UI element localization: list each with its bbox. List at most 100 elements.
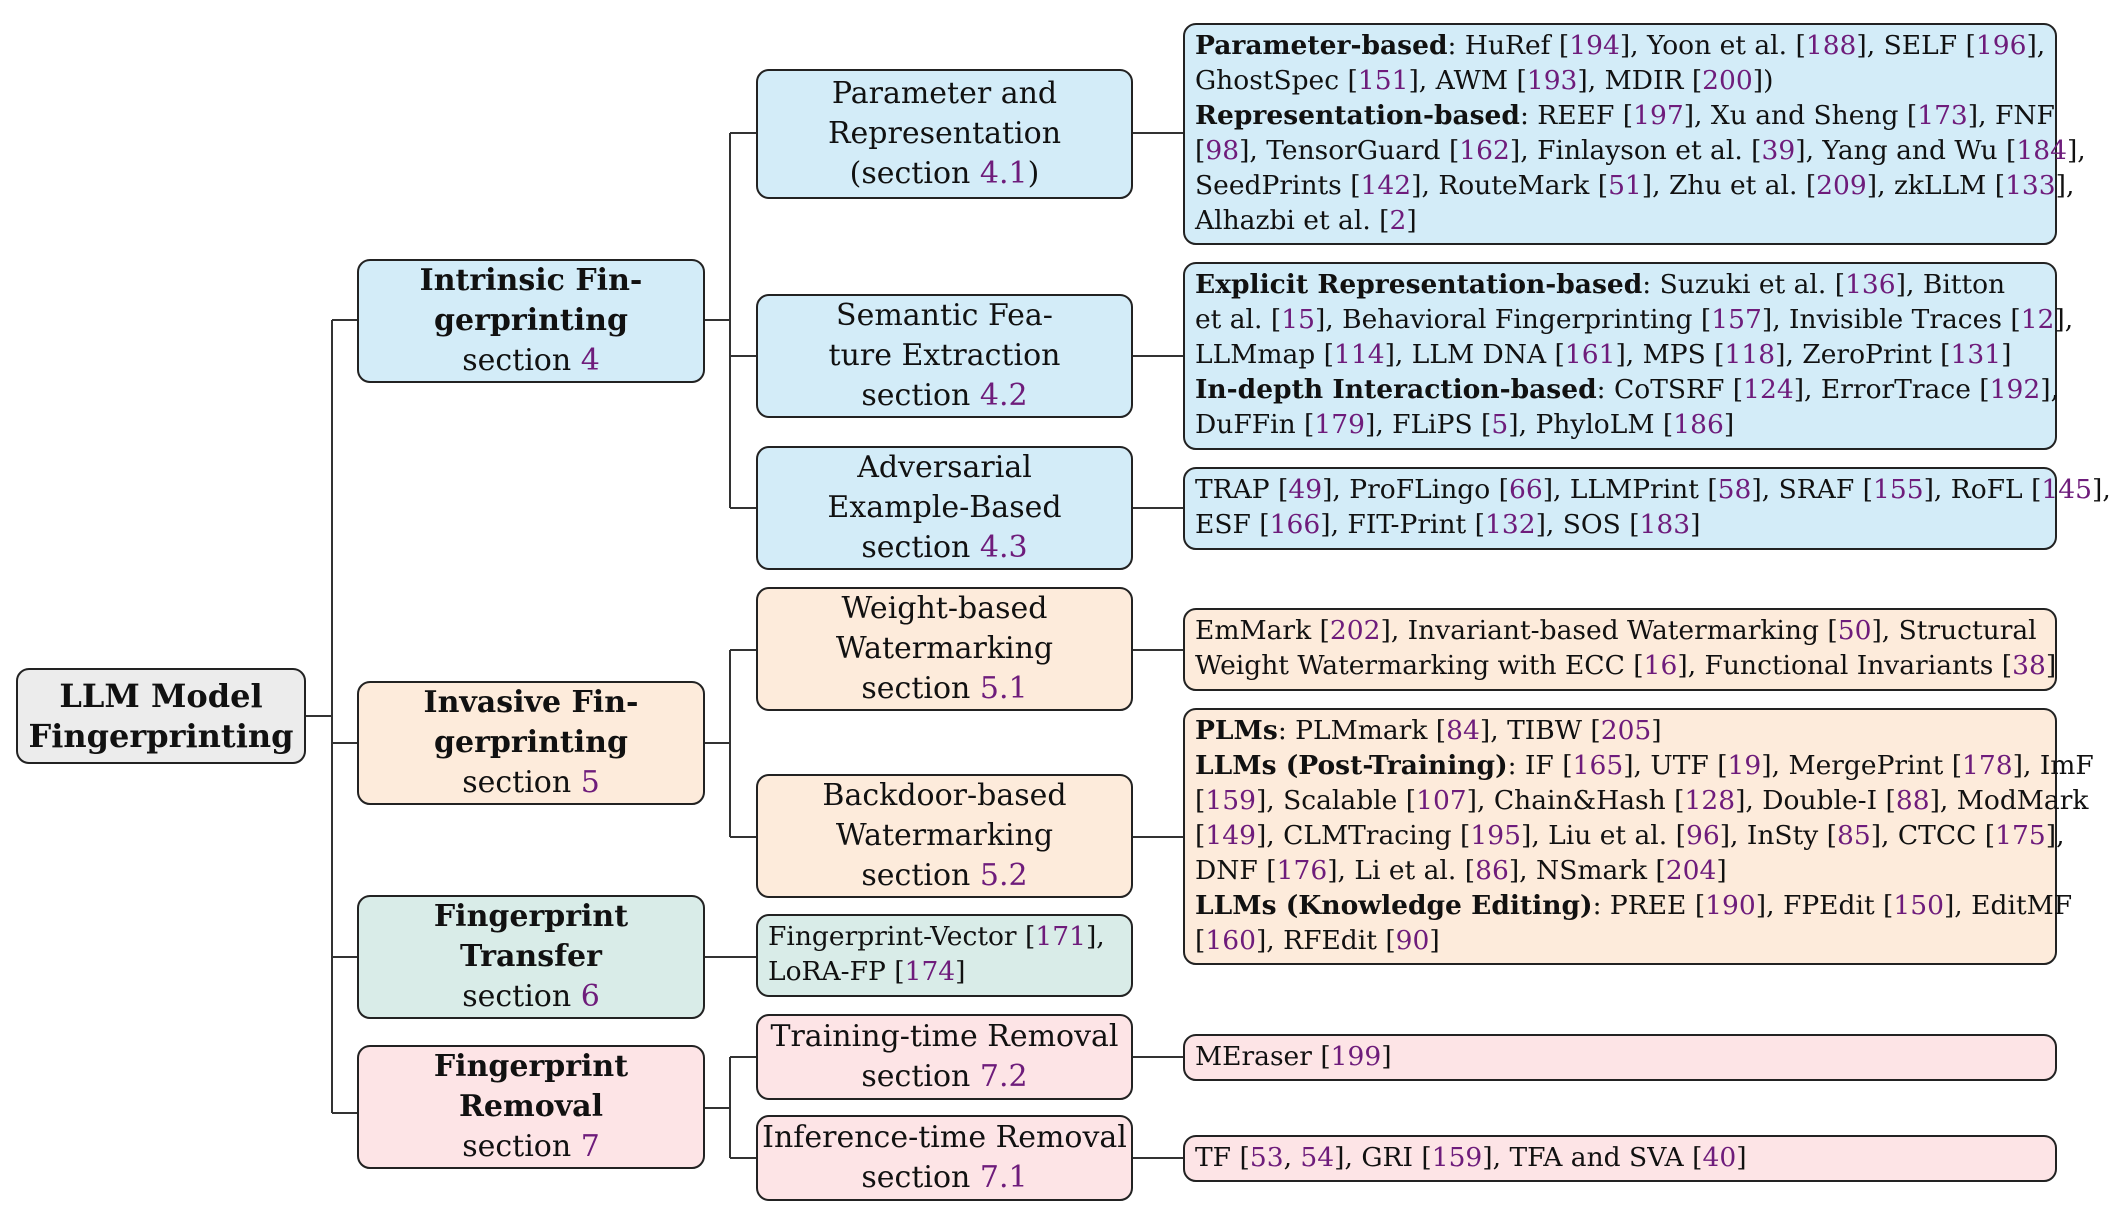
citation-link[interactable]: 39 bbox=[1761, 135, 1796, 166]
citation-link[interactable]: 200 bbox=[1702, 65, 1753, 96]
citation-link[interactable]: 186 bbox=[1673, 409, 1724, 440]
citation-link[interactable]: 2 bbox=[1389, 205, 1407, 236]
method-text: ]) bbox=[1752, 65, 1774, 96]
citation-link[interactable]: 202 bbox=[1329, 615, 1381, 646]
citation-link[interactable]: 192 bbox=[1989, 374, 2041, 405]
section-link[interactable]: 4.2 bbox=[979, 378, 1028, 413]
citation-link[interactable]: 98 bbox=[1205, 135, 1240, 166]
citation-link[interactable]: 194 bbox=[1569, 30, 1620, 61]
leaf-text-line: SeedPrints [142], RouteMark [51], Zhu et… bbox=[1195, 168, 2074, 203]
citation-link[interactable]: 133 bbox=[2005, 170, 2056, 201]
citation-link[interactable]: 40 bbox=[1702, 1142, 1737, 1173]
method-text: ], GRI [ bbox=[1334, 1142, 1432, 1173]
citation-link[interactable]: 159 bbox=[1205, 785, 1256, 816]
method-text: ], Scalable [ bbox=[1255, 785, 1417, 816]
citation-link[interactable]: 178 bbox=[1962, 750, 2013, 781]
citation-link[interactable]: 162 bbox=[1459, 135, 1510, 166]
citation-link[interactable]: 149 bbox=[1205, 820, 1256, 851]
section-link[interactable]: 4 bbox=[580, 343, 600, 378]
citation-link[interactable]: 165 bbox=[1572, 750, 1624, 781]
leaf-text-line: DuFFin [179], FLiPS [5], PhyloLM [186] bbox=[1195, 407, 2045, 442]
citation-link[interactable]: 84 bbox=[1446, 715, 1480, 746]
citation-link[interactable]: 204 bbox=[1665, 855, 1717, 886]
citation-link[interactable]: 12 bbox=[2020, 304, 2055, 335]
section-link[interactable]: 4.1 bbox=[979, 156, 1028, 191]
citation-link[interactable]: 50 bbox=[1837, 615, 1872, 646]
citation-link[interactable]: 66 bbox=[1508, 474, 1543, 505]
citation-link[interactable]: 190 bbox=[1705, 890, 1756, 921]
citation-link[interactable]: 188 bbox=[1805, 30, 1857, 61]
method-text: ], TIBW [ bbox=[1479, 715, 1601, 746]
citation-link[interactable]: 54 bbox=[1300, 1142, 1335, 1173]
citation-link[interactable]: 184 bbox=[2016, 135, 2067, 166]
section-link[interactable]: 7 bbox=[580, 1129, 600, 1164]
citation-link[interactable]: 171 bbox=[1035, 921, 1086, 952]
category-intrinsic-fingerprinting: Intrinsic Fin- gerprinting section 4 bbox=[357, 259, 705, 383]
citation-link[interactable]: 205 bbox=[1600, 715, 1652, 746]
section-link[interactable]: 5.2 bbox=[979, 858, 1028, 893]
citation-link[interactable]: 136 bbox=[1845, 269, 1896, 300]
citation-link[interactable]: 173 bbox=[1917, 100, 1968, 131]
citation-link[interactable]: 86 bbox=[1475, 855, 1509, 886]
citation-link[interactable]: 161 bbox=[1564, 339, 1616, 370]
citation-link[interactable]: 209 bbox=[1816, 170, 1867, 201]
citation-link[interactable]: 114 bbox=[1333, 339, 1385, 370]
citation-link[interactable]: 157 bbox=[1711, 304, 1762, 335]
citation-link[interactable]: 53 bbox=[1249, 1142, 1284, 1173]
citation-link[interactable]: 16 bbox=[1643, 650, 1678, 681]
citation-link[interactable]: 19 bbox=[1727, 750, 1762, 781]
citation-link[interactable]: 49 bbox=[1288, 474, 1323, 505]
citation-link[interactable]: 179 bbox=[1314, 409, 1365, 440]
method-text: DNF [ bbox=[1195, 855, 1277, 886]
section-link[interactable]: 7.1 bbox=[979, 1160, 1028, 1195]
citation-link[interactable]: 159 bbox=[1431, 1142, 1483, 1173]
citation-link[interactable]: 195 bbox=[1470, 820, 1521, 851]
section-link[interactable]: 4.3 bbox=[979, 530, 1028, 565]
leaf-text-line: Weight Watermarking with ECC [16], Funct… bbox=[1195, 648, 2056, 683]
method-text: ], bbox=[1085, 921, 1105, 952]
citation-link[interactable]: 199 bbox=[1330, 1041, 1382, 1072]
citation-link[interactable]: 150 bbox=[1893, 890, 1944, 921]
section-link[interactable]: 5.1 bbox=[979, 671, 1028, 706]
citation-link[interactable]: 124 bbox=[1743, 374, 1794, 405]
section-link[interactable]: 7.2 bbox=[979, 1059, 1028, 1094]
section-link[interactable]: 5 bbox=[580, 765, 600, 800]
citation-link[interactable]: 15 bbox=[1281, 304, 1315, 335]
citation-link[interactable]: 90 bbox=[1395, 925, 1430, 956]
citation-link[interactable]: 51 bbox=[1608, 170, 1642, 201]
citation-link[interactable]: 58 bbox=[1717, 474, 1752, 505]
citation-link[interactable]: 183 bbox=[1639, 509, 1691, 540]
method-text: [ bbox=[1195, 785, 1206, 816]
citation-link[interactable]: 176 bbox=[1276, 855, 1328, 886]
citation-link[interactable]: 160 bbox=[1205, 925, 1256, 956]
citation-link[interactable]: 155 bbox=[1872, 474, 1924, 505]
citation-link[interactable]: 166 bbox=[1269, 509, 1321, 540]
method-text: ], Xu and Sheng [ bbox=[1683, 100, 1918, 131]
leaf-text-line: LLMs (Knowledge Editing): PREE [190], FP… bbox=[1195, 888, 2072, 923]
citation-link[interactable]: 85 bbox=[1836, 820, 1871, 851]
method-text: Weight Watermarking with ECC [ bbox=[1195, 650, 1644, 681]
citation-link[interactable]: 145 bbox=[2041, 474, 2093, 505]
citation-link[interactable]: 88 bbox=[1895, 785, 1930, 816]
citation-link[interactable]: 151 bbox=[1357, 65, 1409, 96]
method-text: LoRA-FP [ bbox=[768, 956, 905, 987]
citation-link[interactable]: 5 bbox=[1491, 409, 1509, 440]
subcategory-label-line2: Representation bbox=[827, 116, 1062, 151]
citation-link[interactable]: 38 bbox=[2012, 650, 2046, 681]
method-text: ], Double-I [ bbox=[1735, 785, 1896, 816]
citation-link[interactable]: 174 bbox=[904, 956, 956, 987]
citation-link[interactable]: 107 bbox=[1416, 785, 1467, 816]
citation-link[interactable]: 193 bbox=[1526, 65, 1578, 96]
subcategory-label-line2: Watermarking bbox=[835, 631, 1054, 666]
citation-link[interactable]: 142 bbox=[1360, 170, 1412, 201]
citation-link[interactable]: 132 bbox=[1484, 509, 1536, 540]
citation-link[interactable]: 96 bbox=[1685, 820, 1720, 851]
citation-link[interactable]: 128 bbox=[1684, 785, 1736, 816]
citation-link[interactable]: 131 bbox=[1950, 339, 2002, 370]
citation-link[interactable]: 197 bbox=[1633, 100, 1684, 131]
group-heading: LLMs (Knowledge Editing) bbox=[1195, 890, 1593, 921]
citation-link[interactable]: 175 bbox=[1995, 820, 2046, 851]
citation-link[interactable]: 196 bbox=[1975, 30, 2027, 61]
section-link[interactable]: 6 bbox=[580, 979, 600, 1014]
citation-link[interactable]: 118 bbox=[1724, 339, 1776, 370]
